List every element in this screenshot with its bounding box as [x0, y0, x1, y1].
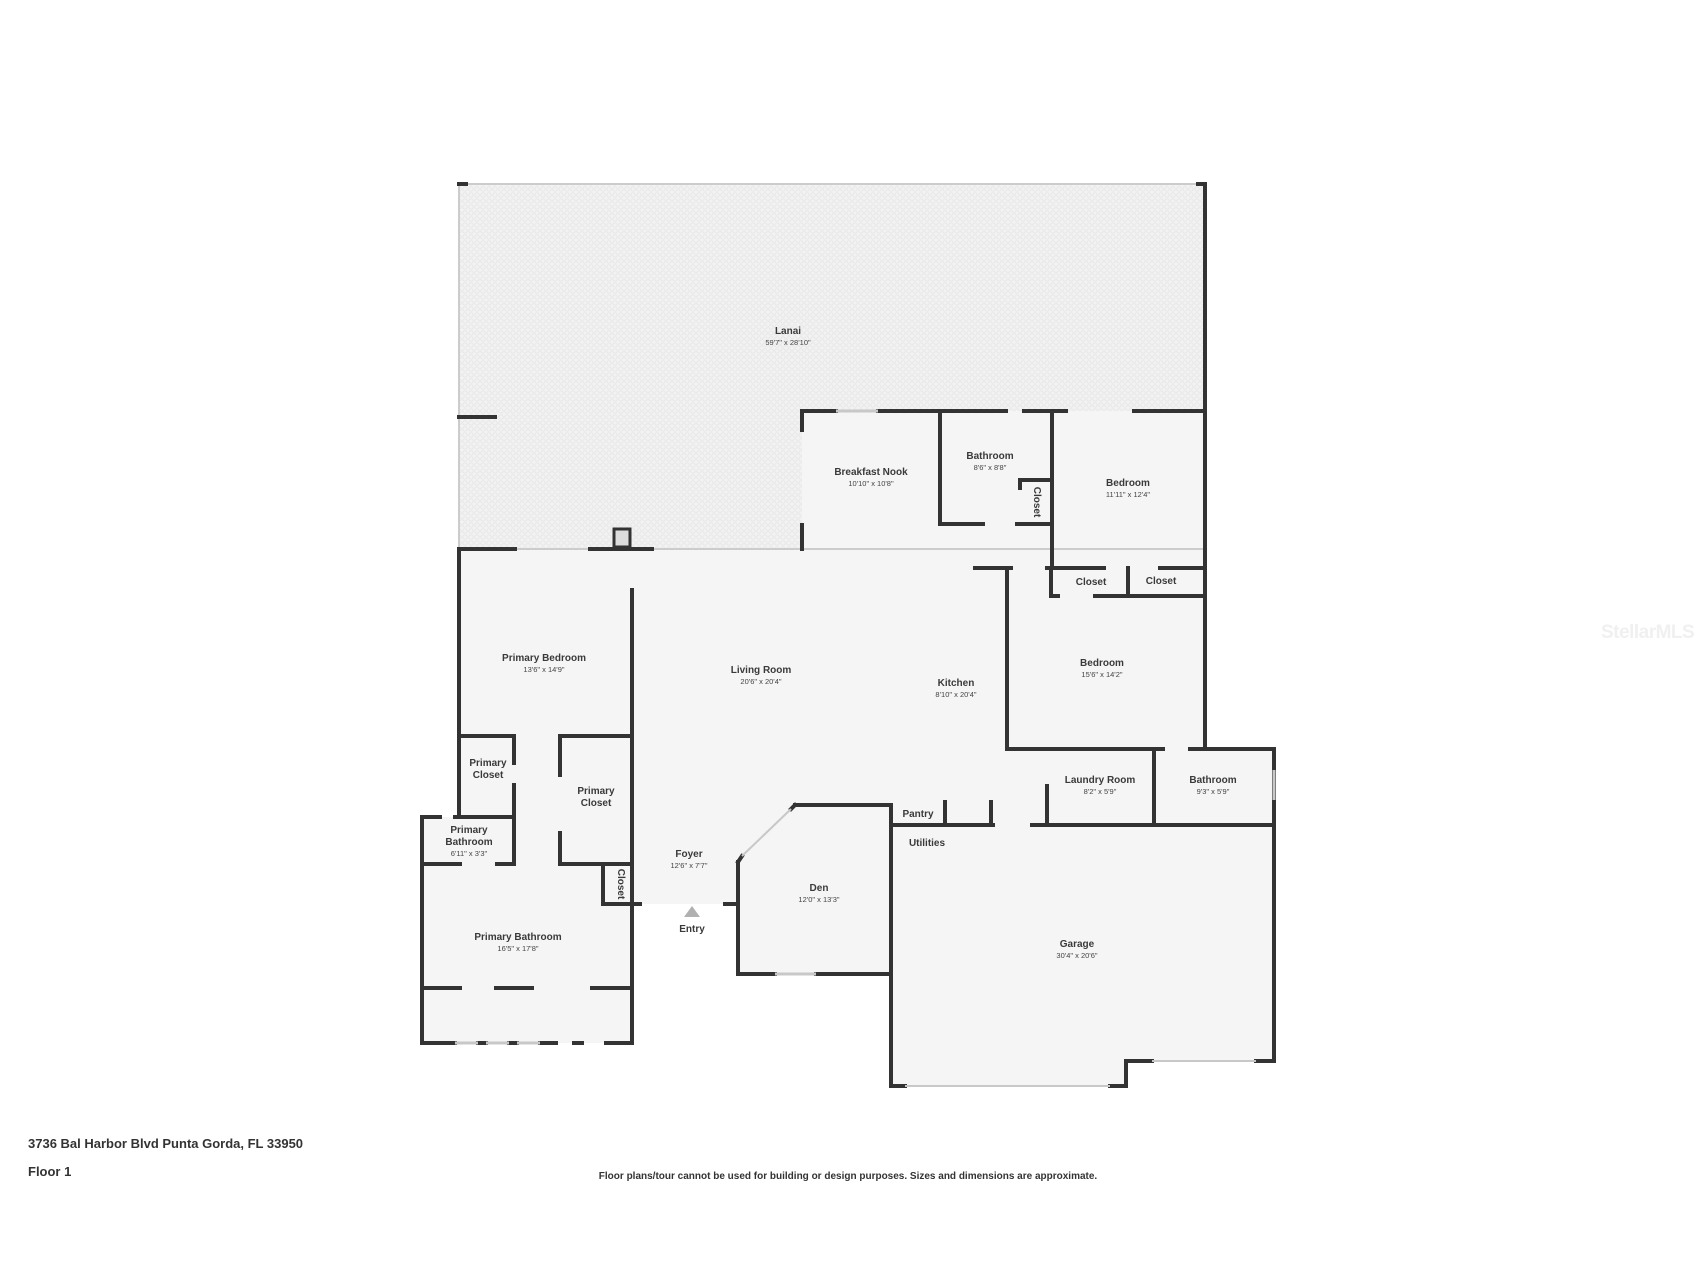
room-closet: Closet [1145, 576, 1177, 587]
room-name: Lanai [774, 326, 802, 337]
room-name: Bathroom [1189, 775, 1237, 786]
room-name: Kitchen [937, 678, 975, 689]
room-dims: 12'0" x 13'3" [798, 895, 840, 904]
room-dims: 12'6" x 7'7" [670, 861, 708, 870]
room-dims: 9'3" x 5'9" [1196, 787, 1230, 796]
floor-label: Floor 1 [28, 1164, 72, 1179]
room-dims: 8'2" x 5'9" [1083, 787, 1117, 796]
room-name: Primary Bathroom [445, 825, 493, 848]
entry-arrow-icon [684, 906, 700, 917]
room-closet: Closet [1075, 577, 1107, 588]
room-dims: 8'6" x 8'8" [973, 463, 1007, 472]
address: 3736 Bal Harbor Blvd Punta Gorda, FL 339… [28, 1136, 304, 1151]
room-closet: Closet [1031, 486, 1042, 518]
room-name: Primary Bedroom [502, 653, 586, 664]
room-closet: Closet [615, 868, 626, 900]
walls [420, 182, 1276, 1088]
watermark-logo: StellarMLS [1601, 622, 1695, 643]
room-name: Laundry Room [1064, 775, 1136, 786]
room-name: Living Room [730, 665, 792, 676]
entry-label: Entry [679, 924, 705, 935]
room-primary-closet: Primary Closet [469, 758, 507, 781]
room-dims: 6'11" x 3'3" [450, 849, 488, 858]
room-utilities: Utilities [908, 838, 946, 849]
room-dims: 15'6" x 14'2" [1081, 670, 1123, 679]
room-name: Bathroom [966, 451, 1014, 462]
room-name: Bedroom [1106, 478, 1150, 489]
room-name: Den [809, 883, 829, 894]
room-dims: 11'11" x 12'4" [1105, 490, 1151, 499]
room-dims: 59'7" x 28'10" [765, 338, 811, 347]
room-name: Foyer [675, 849, 703, 860]
room-name: Breakfast Nook [834, 467, 908, 478]
windows [455, 409, 1276, 1087]
disclaimer: Floor plans/tour cannot be used for buil… [598, 1171, 1098, 1182]
room-dims: 16'5" x 17'8" [497, 944, 539, 953]
interior-floor [422, 411, 1274, 1086]
room-dims: 8'10" x 20'4" [935, 690, 977, 699]
room-name: Primary Bathroom [474, 932, 562, 943]
room-pantry: Pantry [902, 809, 934, 820]
room-dims: 30'4" x 20'6" [1056, 951, 1098, 960]
room-name: Garage [1059, 939, 1095, 950]
room-primary-closet: Primary Closet [577, 786, 615, 809]
room-dims: 20'6" x 20'4" [740, 677, 782, 686]
lanai-floor [459, 184, 1205, 549]
room-dims: 13'6" x 14'9" [523, 665, 565, 674]
room-dims: 10'10" x 10'8" [848, 479, 894, 488]
room-name: Bedroom [1080, 658, 1124, 669]
